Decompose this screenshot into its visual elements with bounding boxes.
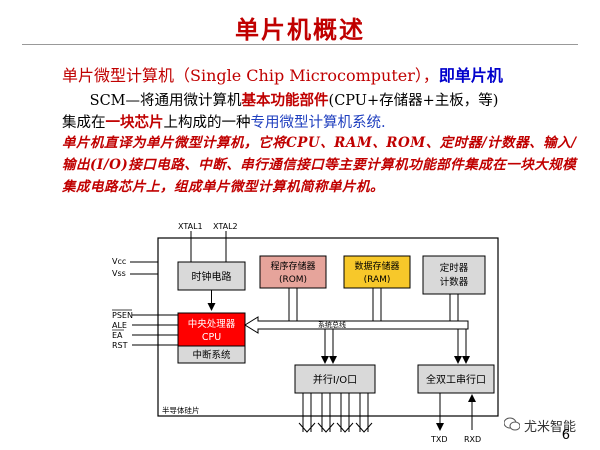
cpu-block [177,312,246,347]
page-number: 6 [561,428,570,443]
subtitle-prefix: 单片微型计算机（Single Chip Microcomputer）， [62,66,439,85]
pin-txd: TXD [430,435,448,444]
scm-block-diagram: 半导体硅片 XTAL1 XTAL2 Vcc Vss PSEN ALE EA RS… [112,222,499,444]
system-bus [244,316,469,334]
slide-title: 单片机概述 [235,15,365,44]
serial-label: 全双工串行口 [426,373,486,386]
timer-block [422,255,486,295]
para1-part3: (CPU+存储器+主板，等) [328,93,499,109]
explanation-paragraph: 单片机直译为单片微型计算机，它将CPU、RAM、ROM、定时器/计数器、输入/输… [62,135,577,195]
pin-vcc: Vcc [112,257,126,266]
serial-block [417,364,495,394]
pin-xtal1: XTAL1 [178,222,203,231]
clock-label: 时钟电路 [192,270,232,283]
para1-part6: 上构成的一种 [163,115,251,131]
footer-brand: 尤米智能 [503,416,576,435]
pin-ea: EA [112,331,123,340]
cpu-label-line1: 中央处理器 [188,318,236,330]
rom-label-line1: 程序存储器 [270,260,315,272]
clock-block [177,261,246,291]
ram-label-line1: 数据存储器 [354,260,399,272]
definition-paragraph: SCM—将通用微计算机基本功能部件(CPU+存储器+主板，等) 集成在一块芯片上… [62,90,582,134]
para1-part7: 专用微型计算机系统. [250,115,386,131]
pin-rxd: RXD [464,435,481,444]
interrupt-block [177,345,246,364]
timer-label-line1: 定时器 [440,262,469,274]
title-divider [22,44,578,45]
parallel-io-label: 并行I/O口 [313,373,357,386]
rom-block [259,255,327,289]
ram-label-line2: (RAM) [364,275,391,285]
pin-ale: ALE [112,321,127,330]
io-port-arrowheads [298,422,373,433]
pin-vss: Vss [112,269,126,278]
pin-psen: PSEN [112,311,133,320]
rom-label-line2: (ROM) [279,275,307,285]
pin-rst: RST [112,341,128,350]
cpu-label-line2: CPU [202,332,221,343]
bus-label: 系统总线 [318,320,346,329]
parallel-io-block [294,364,376,394]
interrupt-label: 中断系统 [192,349,231,361]
para1-highlight-components: 基本功能部件 [241,92,329,109]
timer-label-line2: 计数器 [440,276,469,288]
para1-highlight-chip: 一块芯片 [105,114,164,131]
brand-name: 尤米智能 [523,420,576,435]
para1-part4: 集成在 [62,115,106,131]
ram-block [343,255,411,289]
subtitle-suffix: 即单片机 [438,66,503,85]
subtitle: 单片微型计算机（Single Chip Microcomputer），即单片机 [62,62,582,86]
chip-label: 半导体硅片 [162,405,200,415]
wechat-icon [503,417,521,435]
pin-xtal2: XTAL2 [213,222,238,231]
para1-part1: SCM—将通用微计算机 [89,93,242,109]
